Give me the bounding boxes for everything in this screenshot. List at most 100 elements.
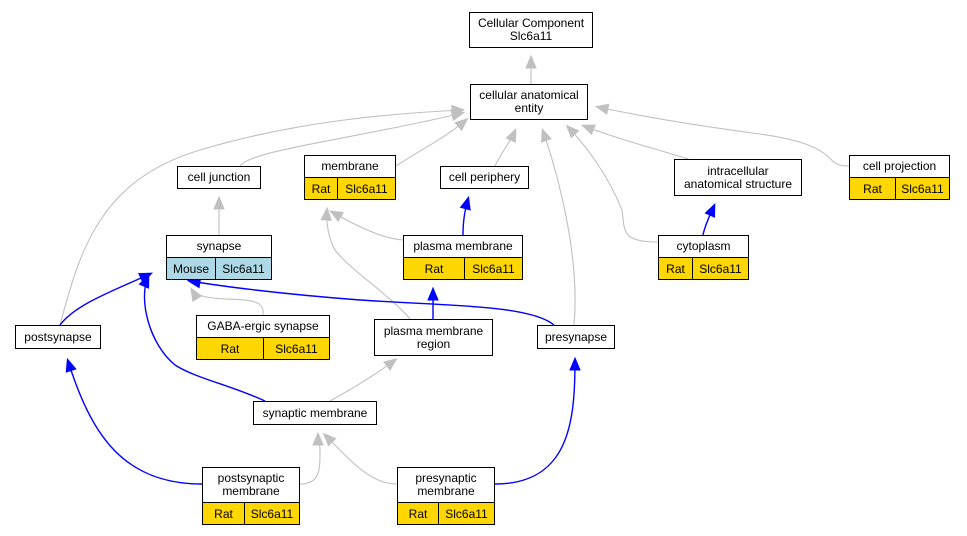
edge-syn_membrane-to-pm_region: [329, 358, 398, 402]
part-of-edge-line: [494, 359, 576, 485]
is-a-edge-line: [329, 359, 396, 402]
species-cell: Rat: [658, 257, 693, 280]
is-a-edge-line: [583, 125, 689, 160]
edge-presyn_membrane-to-presynapse: [494, 356, 581, 485]
part-of-arrowhead: [459, 195, 471, 211]
edge-cytoplasm-to-intracellular: [702, 202, 716, 236]
gene-cell: Slc6a11: [337, 177, 396, 200]
node-synapse[interactable]: synapse Mouse Slc6a11: [166, 235, 272, 280]
species-cell: Rat: [403, 257, 465, 280]
is-a-edge-line: [542, 130, 576, 326]
is-a-arrowhead: [190, 287, 203, 302]
is-a-arrowhead: [505, 127, 517, 143]
node-membrane[interactable]: membrane Rat Slc6a11: [304, 155, 396, 200]
is-a-arrowhead: [541, 127, 552, 143]
node-plasma-membrane[interactable]: plasma membrane Rat Slc6a11: [403, 235, 523, 280]
edge-postsynapse-to-cae: [59, 104, 466, 326]
is-a-arrowhead: [312, 431, 324, 446]
node-presynaptic-membrane[interactable]: presynaptic membrane Rat Slc6a11: [397, 467, 495, 525]
node-label: presynaptic membrane: [397, 467, 495, 503]
part-of-arrowhead: [704, 202, 716, 218]
edge-pm_region-to-membrane: [320, 206, 411, 320]
edge-layer: [59, 54, 850, 485]
is-a-arrowhead: [451, 104, 466, 117]
species-cell: Rat: [397, 502, 439, 525]
is-a-edge-line: [395, 119, 467, 167]
node-cell-periphery[interactable]: cell periphery: [440, 166, 529, 189]
edge-syn_membrane-to-synapse: [138, 273, 266, 402]
part-of-arrowhead: [138, 273, 150, 289]
gene-cell: Slc6a11: [244, 502, 300, 525]
edge-presynapse-to-cae: [541, 127, 576, 326]
is-a-arrowhead: [329, 210, 344, 223]
part-of-edge-line: [189, 280, 555, 326]
species-cell: Rat: [304, 177, 338, 200]
is-a-edge-line: [239, 112, 463, 167]
species-cell: Rat: [202, 502, 245, 525]
edge-membrane-to-cae: [395, 117, 469, 167]
node-cellular-component-root[interactable]: Cellular Component Slc6a11: [469, 12, 593, 48]
edge-synapse-to-cell_junction: [213, 195, 225, 235]
species-cell: Mouse: [166, 257, 216, 280]
node-cytoplasm[interactable]: cytoplasm Rat Slc6a11: [658, 235, 749, 280]
part-of-arrowhead: [569, 356, 581, 371]
is-a-edge-line: [326, 209, 411, 320]
node-label: presynapse: [537, 325, 615, 349]
edge-intracellular-to-cae: [580, 124, 689, 160]
part-of-edge-line: [67, 360, 203, 485]
edge-postsyn_membrane-to-syn_membrane: [299, 431, 324, 485]
node-label: plasma membrane: [403, 235, 523, 258]
node-presynapse[interactable]: presynapse: [537, 325, 615, 349]
node-label: postsynapse: [15, 325, 101, 349]
node-label: intracellular anatomical structure: [674, 159, 802, 196]
node-label: cytoplasm: [658, 235, 749, 258]
node-postsynapse[interactable]: postsynapse: [15, 325, 101, 349]
is-a-edge-line: [324, 434, 398, 485]
node-plasma-membrane-region[interactable]: plasma membrane region: [374, 319, 493, 356]
gene-cell: Slc6a11: [438, 502, 495, 525]
node-cell-projection[interactable]: cell projection Rat Slc6a11: [849, 155, 950, 200]
node-gaba-ergic-synapse[interactable]: GABA-ergic synapse Rat Slc6a11: [196, 315, 330, 360]
node-cell-junction[interactable]: cell junction: [177, 166, 261, 189]
is-a-arrowhead: [565, 124, 580, 139]
is-a-arrowhead: [525, 54, 537, 69]
edge-plasma_membrane-to-membrane: [329, 210, 404, 241]
is-a-arrowhead: [213, 195, 225, 210]
edge-postsyn_membrane-to-postsynapse: [65, 357, 203, 485]
node-synaptic-membrane[interactable]: synaptic membrane: [253, 401, 377, 425]
gene-cell: Slc6a11: [215, 257, 272, 280]
edge-cae-to-root: [525, 54, 537, 84]
is-a-arrowhead: [454, 117, 469, 132]
gene-cell: Slc6a11: [263, 337, 330, 360]
edge-cell_periphery-to-cae: [494, 127, 517, 167]
is-a-edge-line: [331, 211, 404, 241]
edge-plasma_membrane-to-cell_periphery: [459, 195, 471, 236]
node-label: synapse: [166, 235, 272, 258]
node-label: cell junction: [177, 166, 261, 189]
edge-cytoplasm-to-cae: [565, 124, 659, 243]
node-label: postsynaptic membrane: [202, 467, 300, 503]
is-a-arrowhead: [322, 432, 337, 447]
node-label: synaptic membrane: [253, 401, 377, 425]
edge-presyn_membrane-to-syn_membrane: [322, 432, 398, 485]
node-label: cellular anatomical entity: [470, 84, 588, 120]
node-label: cell periphery: [440, 166, 529, 189]
node-postsynaptic-membrane[interactable]: postsynaptic membrane Rat Slc6a11: [202, 467, 300, 525]
node-cellular-anatomical-entity[interactable]: cellular anatomical entity: [470, 84, 588, 120]
gene-cell: Slc6a11: [464, 257, 523, 280]
is-a-arrowhead: [383, 358, 398, 371]
edge-postsynapse-to-synapse: [59, 272, 154, 326]
node-intracellular-anatomical-structure[interactable]: intracellular anatomical structure: [674, 159, 802, 196]
is-a-edge-line: [597, 106, 850, 167]
node-label: Cellular Component Slc6a11: [469, 12, 593, 48]
is-a-edge-line: [59, 109, 463, 326]
node-label: GABA-ergic synapse: [196, 315, 330, 338]
is-a-arrowhead: [594, 103, 610, 115]
is-a-edge-line: [567, 126, 659, 243]
is-a-arrowhead: [320, 206, 332, 221]
species-cell: Rat: [849, 177, 896, 200]
node-label: plasma membrane region: [374, 319, 493, 356]
edge-cell_projection-to-cae: [594, 103, 850, 167]
node-label: cell projection: [849, 155, 950, 178]
